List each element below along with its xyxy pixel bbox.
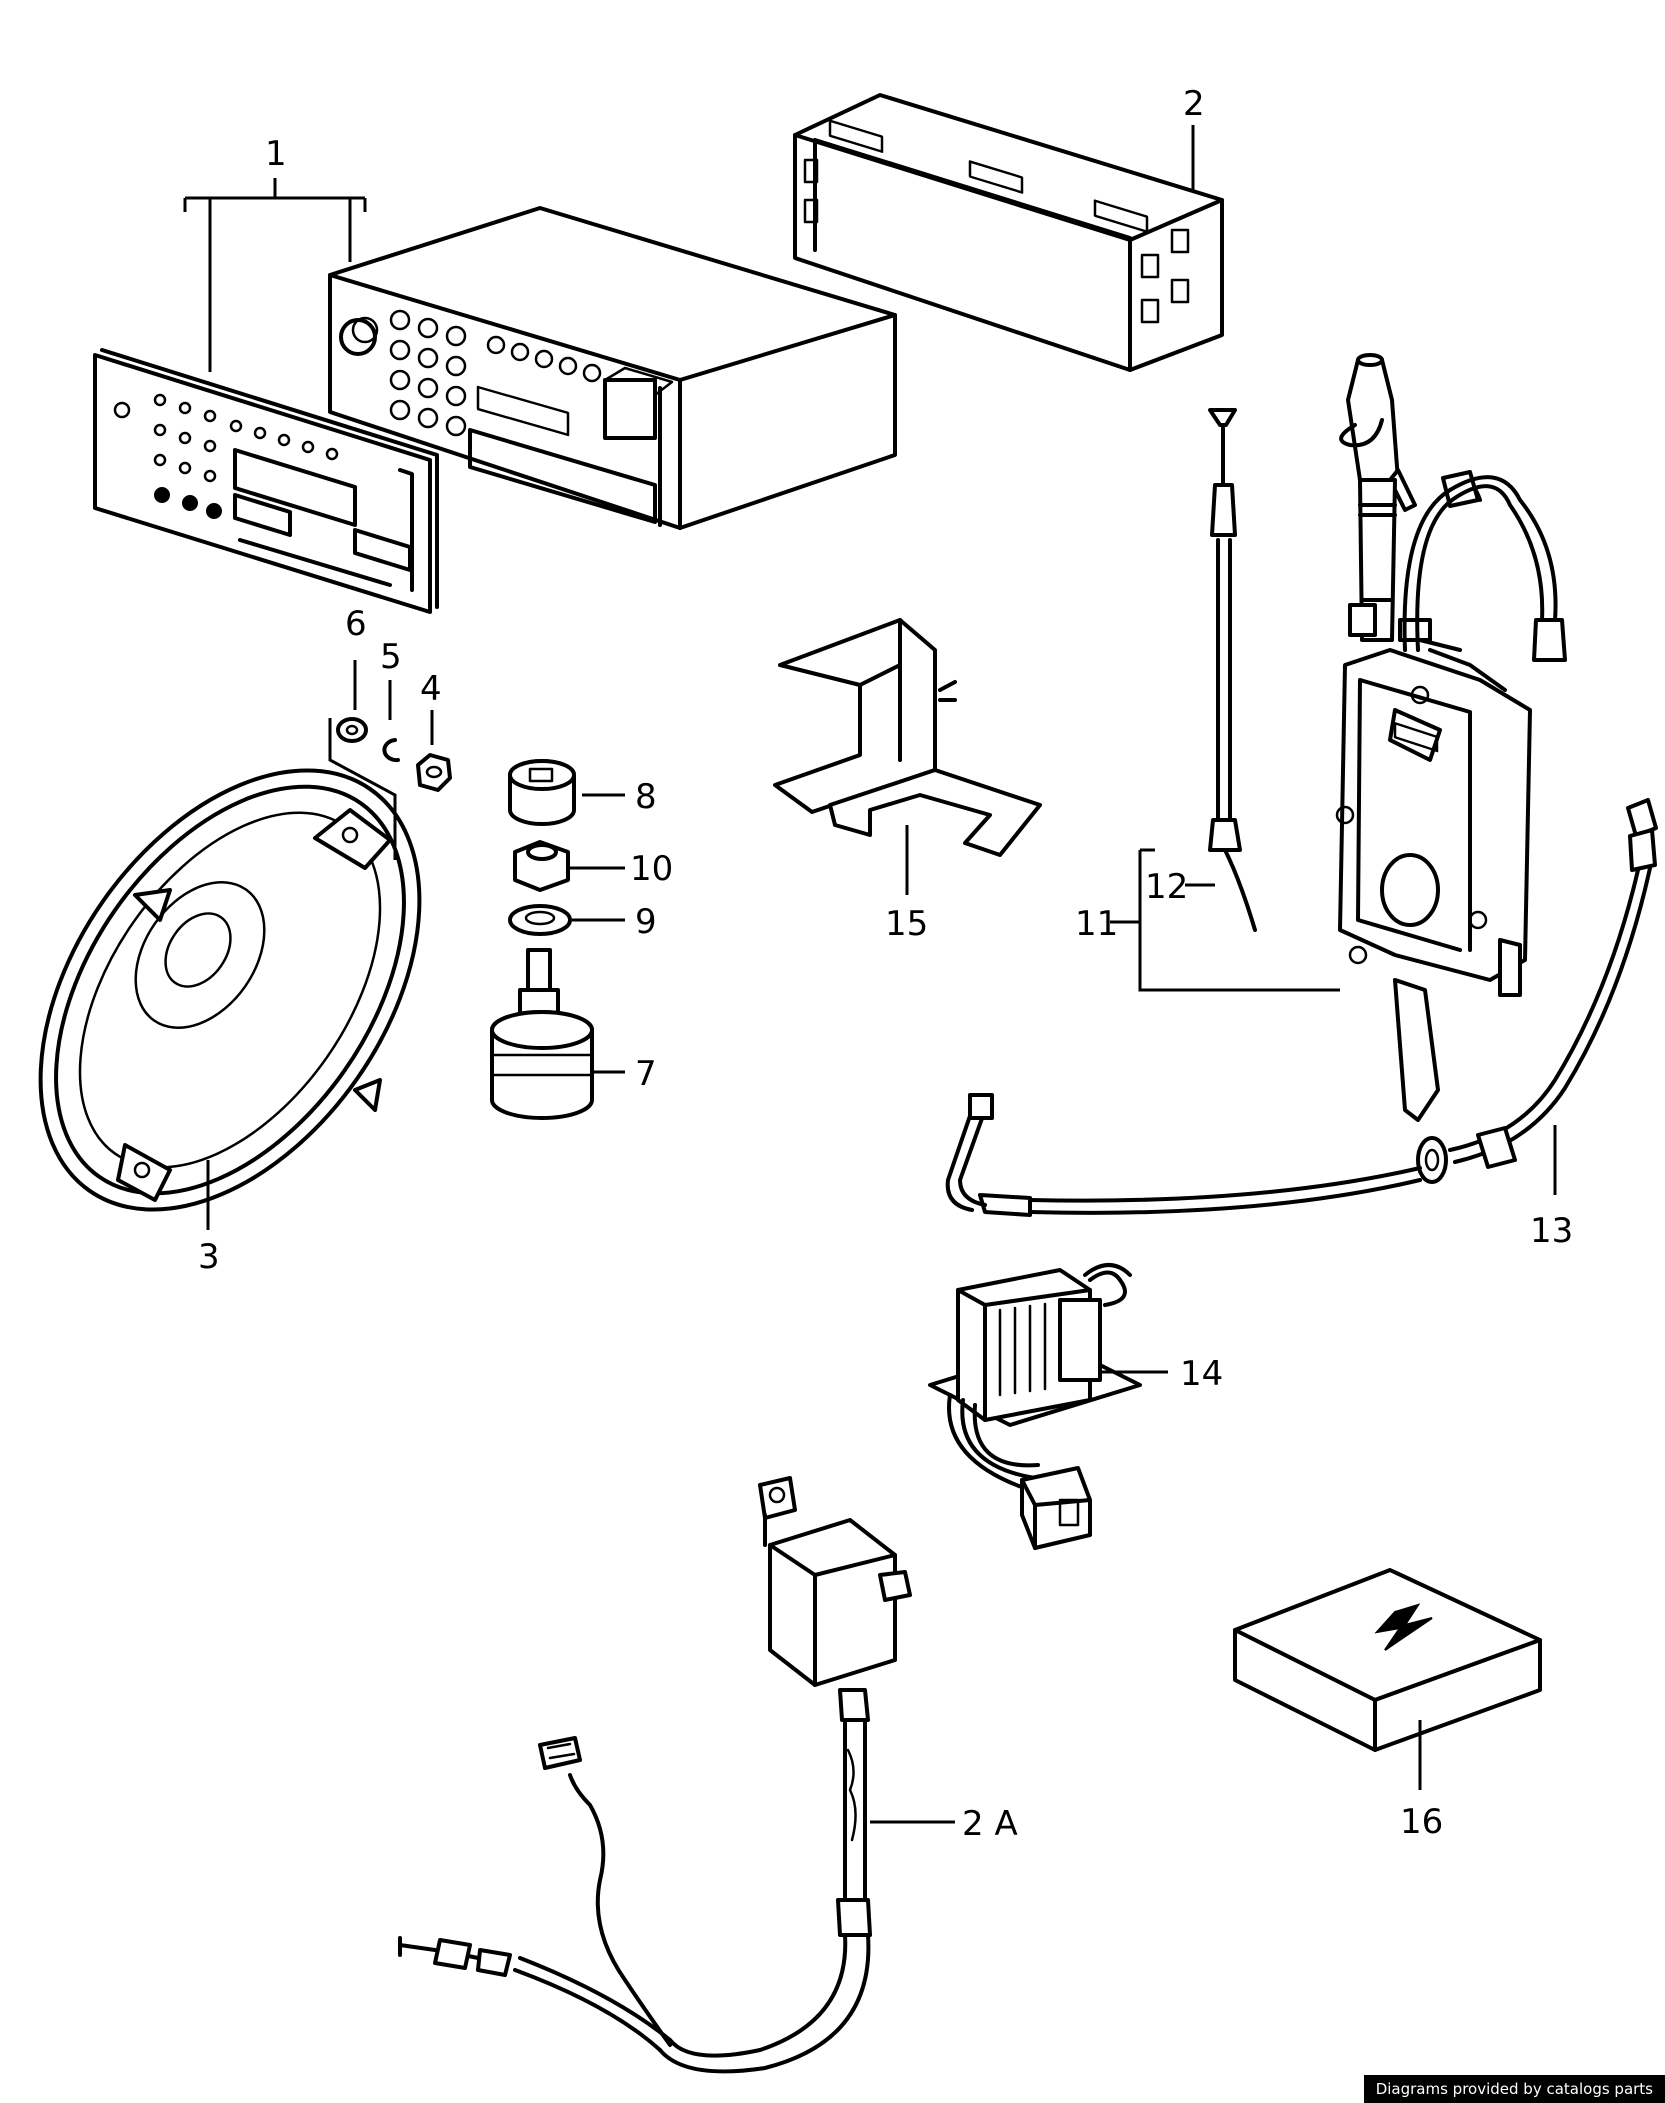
callout-2a: 2 A [962, 1804, 1018, 1844]
callout-8: 8 [635, 777, 657, 817]
callout-4: 4 [420, 669, 442, 709]
callout-5: 5 [380, 637, 402, 677]
mounting-frame [793, 93, 1224, 372]
callout-14: 14 [1180, 1354, 1223, 1394]
callout-15: 15 [885, 904, 928, 944]
antenna-cable [945, 798, 1658, 1217]
callout-13: 13 [1530, 1211, 1573, 1251]
kit-box [1233, 1568, 1542, 1790]
callout-12: 12 [1145, 867, 1188, 907]
callout-6: 6 [345, 604, 367, 644]
speaker [38, 768, 422, 1230]
power-antenna [1110, 353, 1567, 1122]
callout-10: 10 [630, 849, 673, 889]
callout-labels: 1 2 3 4 5 6 7 8 9 10 11 12 13 14 15 16 2… [198, 84, 1573, 1844]
mounting-bracket [773, 618, 1042, 895]
callout-2: 2 [1183, 84, 1205, 124]
diagram-credit: Diagrams provided by catalogs parts [1363, 2075, 1665, 2103]
callout-9: 9 [635, 902, 657, 942]
fasteners [328, 660, 452, 860]
callout-16: 16 [1400, 1802, 1443, 1842]
callout-1: 1 [265, 134, 287, 174]
callout-7: 7 [635, 1054, 657, 1094]
callout-11: 11 [1075, 904, 1118, 944]
transformer [928, 1263, 1168, 1550]
callout-3: 3 [198, 1237, 220, 1277]
control-knob-assembly [490, 759, 625, 1120]
radio-assembly [93, 178, 897, 614]
antenna-amplifier [398, 1476, 955, 2074]
